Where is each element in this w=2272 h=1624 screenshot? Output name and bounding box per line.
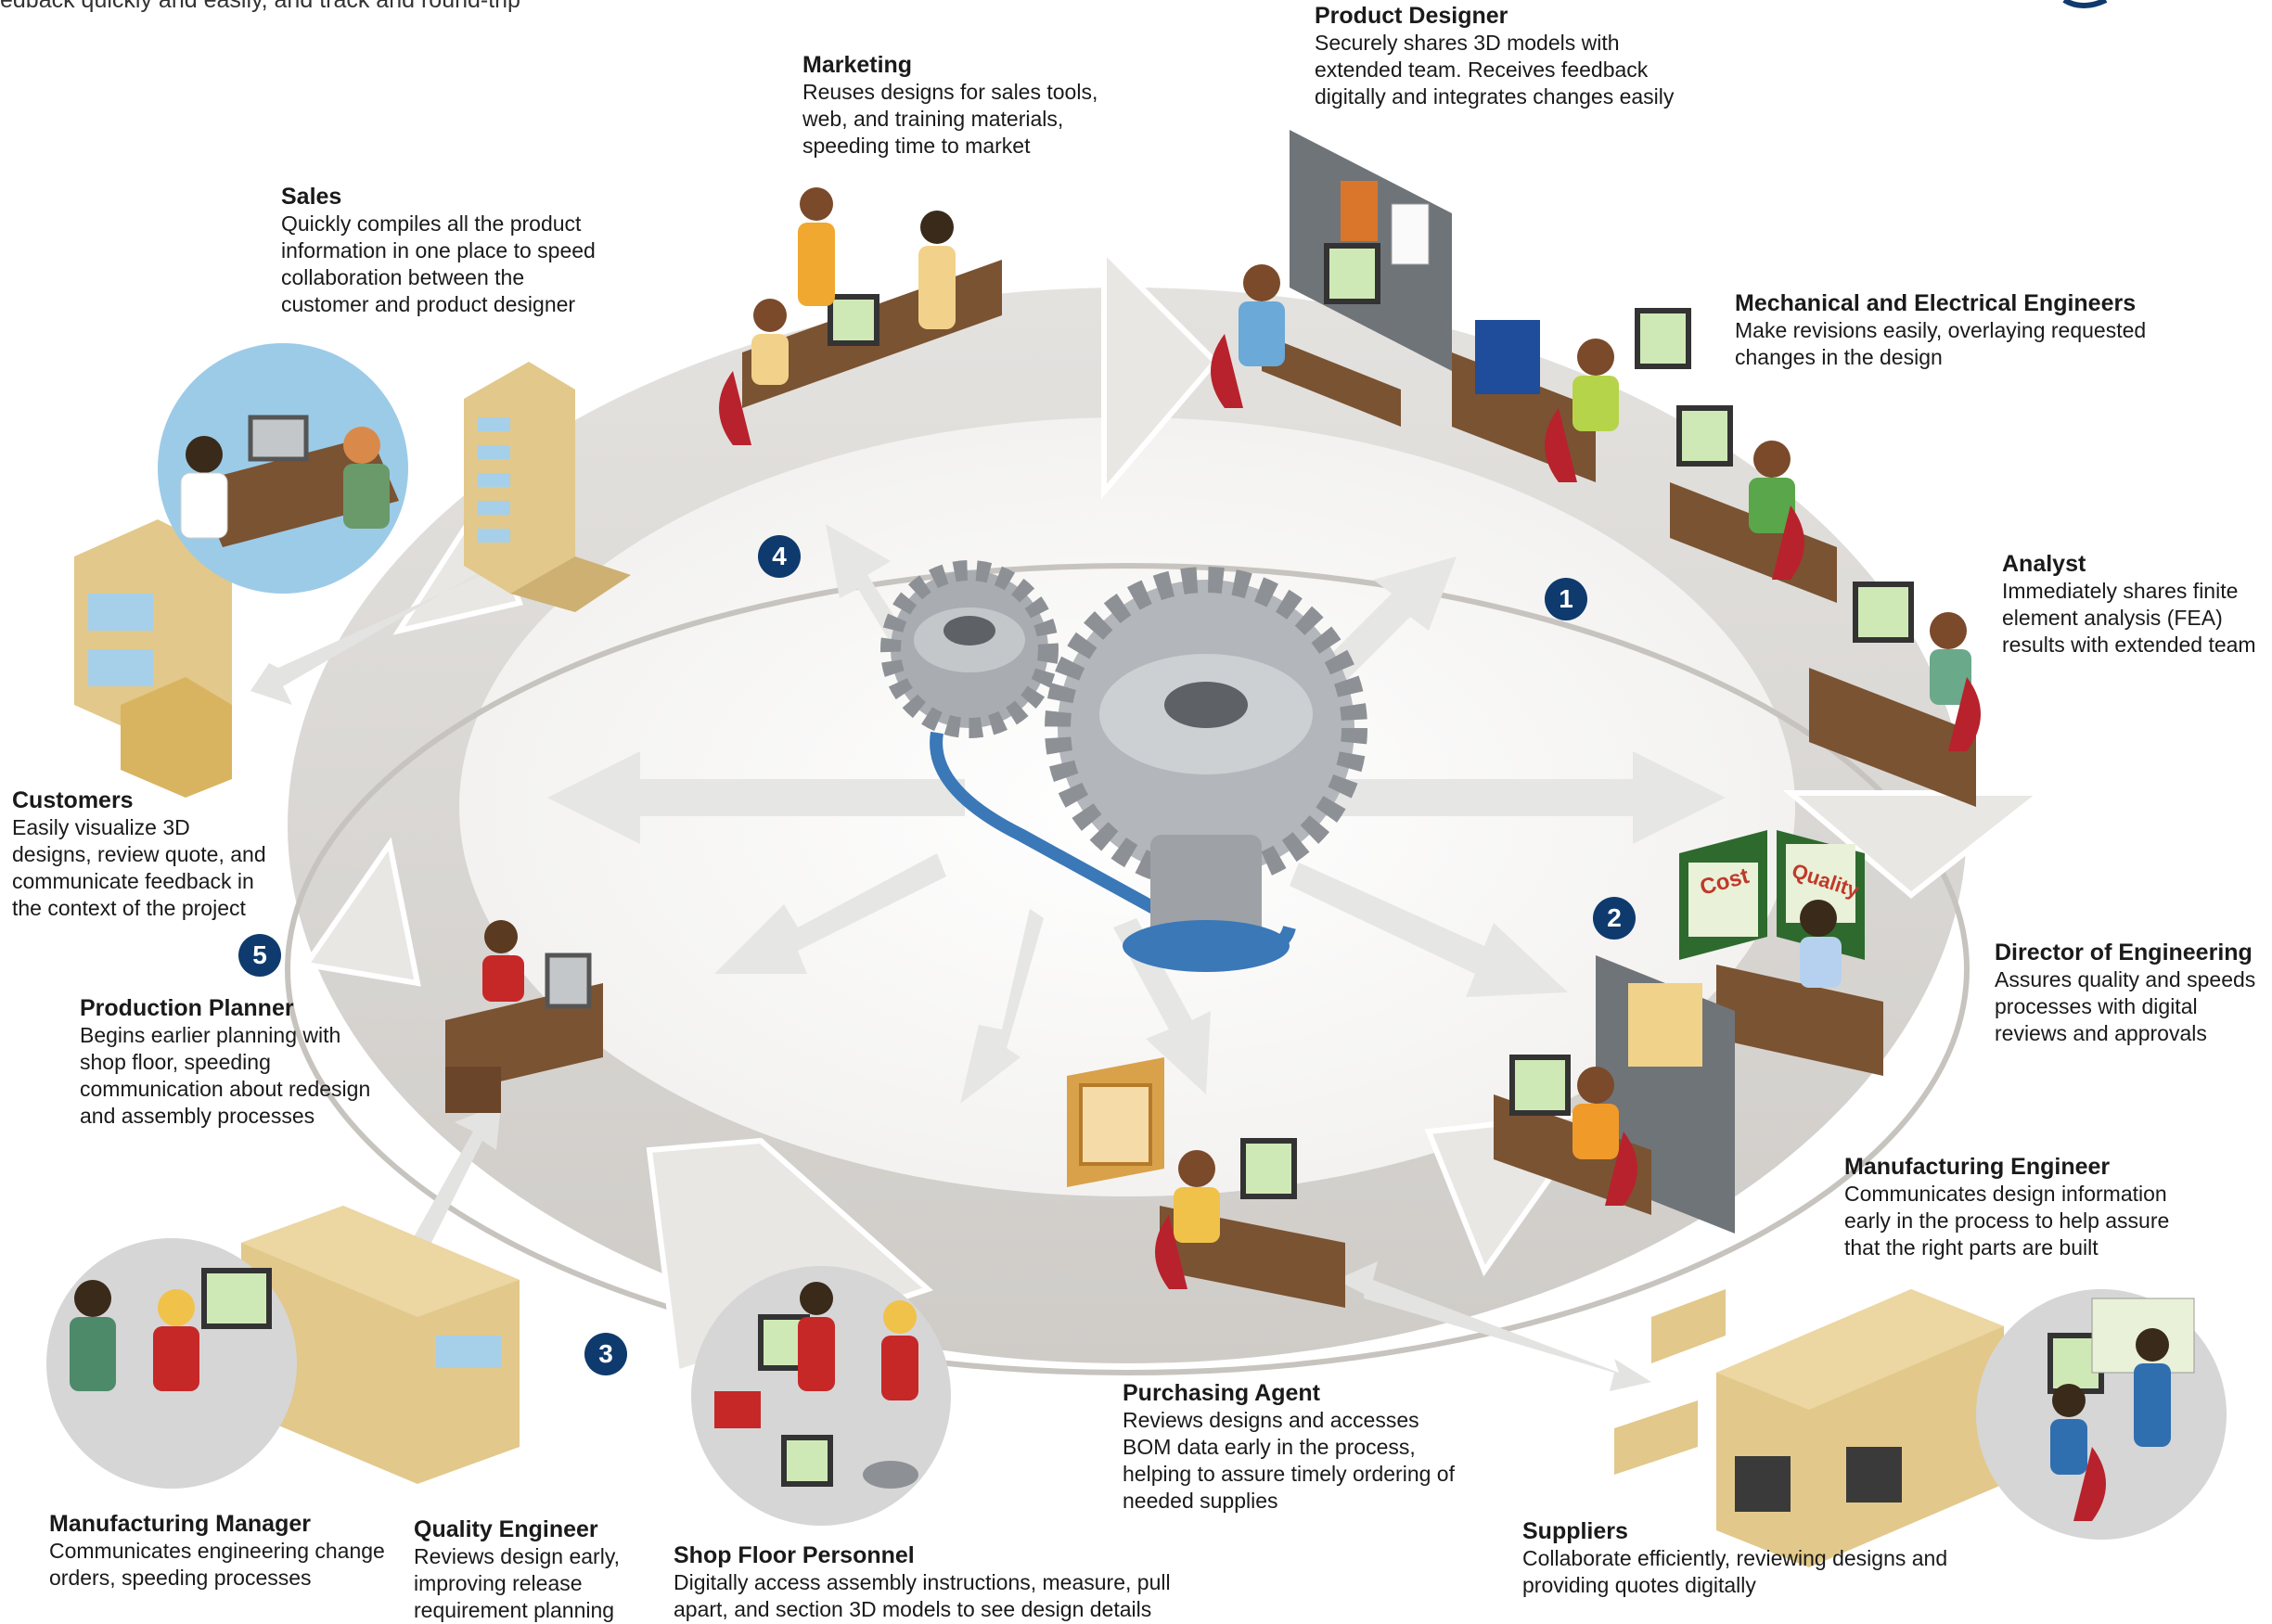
step-badge-4: 4	[758, 535, 801, 578]
step-badge-3: 3	[584, 1333, 627, 1375]
arrow-southeast	[1290, 863, 1568, 997]
step-badge-2: 2	[1593, 897, 1636, 940]
step-badge-5: 5	[238, 934, 281, 977]
caption-title: Purchasing Agent	[1123, 1380, 1320, 1406]
caption-mech-elec-engineers: Mechanical and Electrical Engineers Make…	[1735, 289, 2180, 371]
caption-director-engineering: Director of Engineering Assures quality …	[1995, 939, 2268, 1047]
caption-desc: Reviews designs and accesses BOM data ea…	[1123, 1408, 1455, 1513]
customers-building	[74, 519, 232, 798]
caption-title: Marketing	[802, 52, 913, 78]
caption-desc: Assures quality and speeds processes wit…	[1995, 967, 2256, 1045]
caption-purchasing-agent: Purchasing Agent Reviews designs and acc…	[1123, 1379, 1466, 1515]
caption-suppliers: Suppliers Collaborate efficiently, revie…	[1522, 1517, 2005, 1599]
caption-shop-floor: Shop Floor Personnel Digitally access as…	[674, 1541, 1193, 1623]
caption-title: Quality Engineer	[414, 1516, 598, 1542]
caption-desc: Communicates engineering change orders, …	[49, 1539, 385, 1590]
caption-desc: Communicates design information early in…	[1844, 1182, 2170, 1260]
radial-arrows	[547, 524, 1726, 1104]
arrow-southwest	[714, 853, 946, 974]
arrow-northeast	[1317, 556, 1457, 691]
caption-sales: Sales Quickly compiles all the product i…	[281, 183, 601, 318]
caption-title: Production Planner	[80, 995, 294, 1021]
caption-desc: Immediately shares finite element analys…	[2002, 579, 2256, 657]
caption-desc: Reuses designs for sales tools, web, and…	[802, 80, 1098, 158]
caption-manufacturing-engineer: Manufacturing Engineer Communicates desi…	[1844, 1153, 2178, 1261]
warehouse	[241, 1206, 520, 1484]
caption-desc: Easily visualize 3D designs, review quot…	[12, 815, 266, 920]
caption-customers: Customers Easily visualize 3D designs, r…	[12, 786, 272, 922]
caption-desc: Collaborate efficiently, reviewing desig…	[1522, 1546, 1948, 1597]
truck-1	[1651, 1289, 1726, 1363]
caption-desc: Quickly compiles all the product informa…	[281, 211, 596, 316]
caption-desc: Reviews design early, improving release …	[414, 1544, 621, 1622]
caption-analyst: Analyst Immediately shares finite elemen…	[2002, 550, 2269, 659]
caption-title: Customers	[12, 787, 134, 813]
ring-arrowheads	[301, 243, 2049, 1377]
arrow-south	[960, 909, 1044, 1104]
sales-building	[464, 362, 631, 612]
arrowhead-left	[301, 837, 421, 987]
central-gears	[880, 560, 1367, 972]
arrow-east	[1299, 751, 1726, 844]
purchasing-agent-station	[1067, 1057, 1345, 1308]
caption-title: Shop Floor Personnel	[674, 1542, 915, 1568]
caption-title: Product Designer	[1315, 3, 1508, 29]
caption-desc: Securely shares 3D models with extended …	[1315, 31, 1675, 109]
director-station: Cost Quality	[1679, 830, 1883, 1076]
caption-production-planner: Production Planner Begins earlier planni…	[80, 994, 386, 1130]
customers-scene	[158, 343, 408, 594]
shop-floor-scene	[691, 1266, 951, 1526]
caption-title: Suppliers	[1522, 1518, 1628, 1544]
intro-text: edback quickly and easily, and track and…	[0, 0, 520, 13]
caption-desc: Begins earlier planning with shop floor,…	[80, 1023, 371, 1128]
step-badge-1: 1	[1545, 578, 1587, 620]
suppliers-scene	[1614, 1289, 2227, 1567]
arrow-west	[547, 751, 965, 844]
arrowhead-top	[1101, 243, 1220, 500]
caption-title: Analyst	[2002, 551, 2086, 577]
caption-title: Manufacturing Engineer	[1844, 1154, 2111, 1180]
caption-desc: Make revisions easily, overlaying reques…	[1735, 318, 2147, 369]
logo-fragment-icon	[2062, 0, 2108, 8]
arrow-purchasing-suppliers	[1336, 1261, 1651, 1391]
caption-desc: Digitally access assembly instructions, …	[674, 1570, 1171, 1621]
mech-engineers-station	[1452, 308, 1837, 603]
caption-title: Sales	[281, 184, 342, 210]
arrow-sales-customers	[250, 552, 510, 705]
caption-manufacturing-manager: Manufacturing Manager Communicates engin…	[49, 1510, 402, 1592]
caption-title: Manufacturing Manager	[49, 1511, 311, 1537]
caption-product-designer: Product Designer Securely shares 3D mode…	[1315, 2, 1704, 110]
analyst-station	[1809, 582, 1981, 807]
arrow-south-2	[1113, 918, 1211, 1094]
caption-title: Director of Engineering	[1995, 940, 2253, 965]
manufacturing-engineer-station	[1494, 955, 1735, 1234]
production-planner-station	[445, 920, 603, 1113]
truck-2	[1614, 1400, 1698, 1475]
product-designer-station	[1211, 130, 1452, 427]
caption-marketing: Marketing Reuses designs for sales tools…	[802, 51, 1109, 160]
caption-title: Mechanical and Electrical Engineers	[1735, 290, 2137, 316]
caption-quality-engineer: Quality Engineer Reviews design early, i…	[414, 1515, 636, 1624]
manufacturing-manager-scene	[46, 1238, 297, 1489]
marketing-station	[719, 187, 1002, 445]
